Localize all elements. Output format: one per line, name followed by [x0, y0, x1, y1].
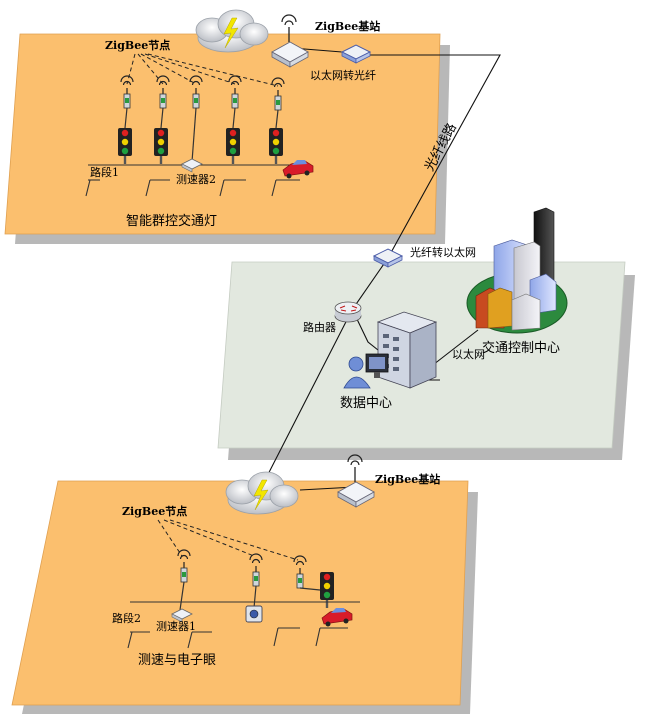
zigbee-node-top-label: ZigBee节点 [105, 38, 170, 52]
road-segment-2-label: 路段2 [112, 611, 141, 625]
zigbee-links-top [126, 53, 279, 87]
server-icon [376, 311, 438, 389]
panel-bottom [11, 480, 478, 714]
electronic-eye-camera-icon [245, 605, 263, 623]
panel-bottom-title: 测速与电子眼 [138, 653, 216, 668]
road-segment-1-label: 路段1 [90, 165, 119, 179]
router-label: 路由器 [303, 320, 336, 334]
poles-bottom [179, 581, 321, 611]
router-icon [334, 301, 362, 323]
data-center-label: 数据中心 [340, 396, 392, 411]
speed-sensor-1-label: 测速器1 [156, 620, 196, 633]
zigbee-node-bottom-label: ZigBee节点 [122, 504, 187, 518]
zigbee-base-top-label: ZigBee基站 [315, 19, 380, 33]
speed-sensor-1-icon [171, 608, 193, 623]
road-bottom [127, 601, 360, 649]
city-buildings-icon [466, 207, 568, 334]
poles-top [124, 107, 279, 163]
operator-workstation-icon [343, 353, 389, 389]
panel-top-title: 智能群控交通灯 [126, 213, 217, 229]
zigbee-links-bottom [157, 519, 299, 561]
speed-sensor-2-icon [181, 158, 203, 173]
traffic-control-center-label: 交通控制中心 [482, 340, 560, 356]
eth-to-fiber-label: 以太网转光纤 [310, 68, 376, 82]
zigbee-base-bottom-label: ZigBee基站 [375, 472, 440, 486]
ethernet-label: 以太网 [452, 348, 485, 361]
fiber-to-eth-label: 光纤转以太网 [410, 245, 476, 259]
speed-sensor-2-label: 测速器2 [176, 173, 216, 186]
